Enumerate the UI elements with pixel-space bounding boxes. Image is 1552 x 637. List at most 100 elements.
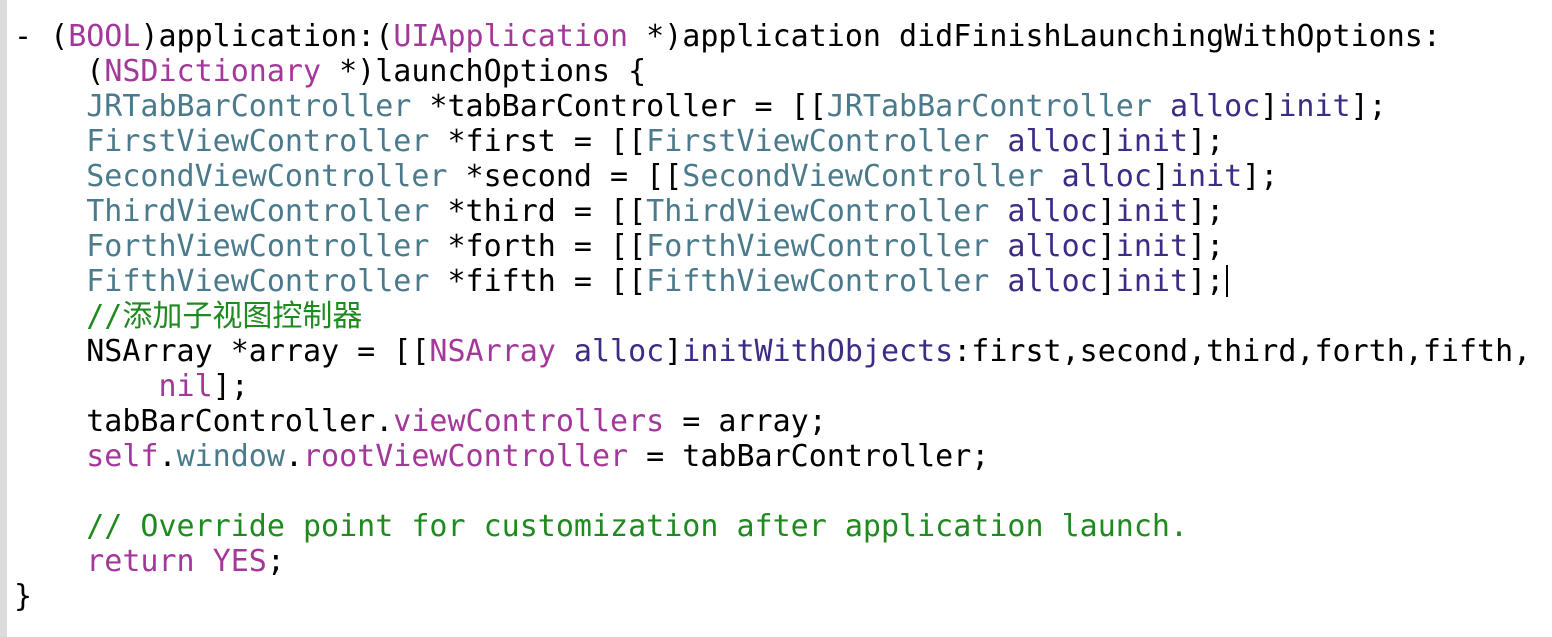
code-token-keyword: BOOL bbox=[68, 19, 141, 54]
code-line[interactable]: NSArray *array = [[NSArray alloc]initWit… bbox=[14, 334, 1531, 369]
code-token-plain: ]; bbox=[212, 369, 249, 404]
code-token-plain: *)launchOptions { bbox=[321, 54, 647, 89]
code-line[interactable]: } bbox=[14, 579, 1531, 614]
code-token-method: init bbox=[1115, 194, 1189, 229]
code-token-keyword: NSDictionary bbox=[104, 54, 322, 89]
code-token-plain: ( bbox=[14, 54, 105, 89]
code-token-keyword: self bbox=[86, 439, 159, 474]
code-token-plain bbox=[556, 334, 574, 369]
code-token-plain bbox=[14, 264, 86, 299]
code-token-plain: ] bbox=[1097, 264, 1116, 299]
code-line[interactable]: ForthViewController *forth = [[ForthView… bbox=[14, 229, 1531, 264]
code-token-type: FirstViewController bbox=[86, 124, 430, 159]
code-token-type: window bbox=[176, 439, 285, 474]
code-line[interactable]: FirstViewController *first = [[FirstView… bbox=[14, 124, 1531, 159]
code-token-plain bbox=[14, 229, 86, 264]
code-token-type: FirstViewController bbox=[646, 124, 990, 159]
code-token-plain: } bbox=[14, 579, 33, 614]
code-token-plain bbox=[14, 159, 86, 194]
code-line[interactable]: // Override point for customization afte… bbox=[14, 509, 1531, 544]
code-token-type: JRTabBarController bbox=[86, 89, 412, 124]
code-token-keyword: nil bbox=[158, 369, 213, 404]
code-token-keyword: NSArray bbox=[429, 334, 556, 369]
code-token-plain: ; bbox=[266, 544, 285, 579]
text-cursor bbox=[1226, 265, 1229, 297]
code-token-type: ForthViewController bbox=[646, 229, 990, 264]
code-token-type: ThirdViewController bbox=[86, 194, 430, 229]
code-token-plain bbox=[14, 124, 86, 159]
code-token-method: init bbox=[1115, 264, 1189, 299]
code-token-plain: ] bbox=[1260, 89, 1279, 124]
code-token-type: SecondViewController bbox=[682, 159, 1044, 194]
code-token-plain bbox=[989, 194, 1007, 229]
code-line[interactable]: - (BOOL)application:(UIApplication *)app… bbox=[14, 19, 1531, 54]
code-token-method: init bbox=[1169, 159, 1243, 194]
code-token-plain: = tabBarController; bbox=[628, 439, 990, 474]
code-token-method: init bbox=[1278, 89, 1351, 124]
code-line[interactable]: FifthViewController *fifth = [[FifthView… bbox=[14, 264, 1531, 299]
code-line[interactable]: (NSDictionary *)launchOptions { bbox=[14, 54, 1531, 89]
code-line[interactable]: tabBarController.viewControllers = array… bbox=[14, 404, 1531, 439]
code-line[interactable] bbox=[14, 474, 1531, 509]
code-token-method: alloc bbox=[1007, 124, 1098, 159]
code-token-plain bbox=[989, 264, 1007, 299]
code-line[interactable]: ThirdViewController *third = [[ThirdView… bbox=[14, 194, 1531, 229]
code-token-type: JRTabBarController bbox=[826, 89, 1152, 124]
code-token-plain: ]; bbox=[1188, 229, 1225, 264]
code-line[interactable]: return YES; bbox=[14, 544, 1531, 579]
code-token-plain: *)application didFinishLaunchingWithOpti… bbox=[628, 19, 1441, 54]
code-token-method: alloc bbox=[1007, 264, 1098, 299]
code-token-method: init bbox=[1115, 229, 1189, 264]
code-token-keyword: rootViewController bbox=[303, 439, 629, 474]
code-line[interactable]: nil]; bbox=[14, 369, 1531, 404]
code-token-type: ThirdViewController bbox=[646, 194, 990, 229]
code-token-plain: ] bbox=[1097, 124, 1116, 159]
code-token-plain: tabBarController. bbox=[14, 404, 394, 439]
code-token-plain: *third = [[ bbox=[429, 194, 647, 229]
code-token-plain bbox=[14, 194, 86, 229]
code-token-plain bbox=[14, 439, 86, 474]
code-token-plain: - ( bbox=[14, 19, 69, 54]
code-token-plain: :first,second,third,forth,fifth, bbox=[953, 334, 1532, 369]
code-text-area[interactable]: - (BOOL)application:(UIApplication *)app… bbox=[14, 19, 1531, 614]
code-token-plain: ] bbox=[1097, 229, 1116, 264]
code-token-type: ForthViewController bbox=[86, 229, 430, 264]
code-token-method: alloc bbox=[1169, 89, 1261, 124]
code-token-plain: ] bbox=[1097, 194, 1116, 229]
code-line[interactable]: self.window.rootViewController = tabBarC… bbox=[14, 439, 1531, 474]
code-token-plain bbox=[14, 369, 159, 404]
code-token-plain bbox=[1152, 89, 1170, 124]
code-token-plain: *second = [[ bbox=[447, 159, 683, 194]
code-token-plain bbox=[989, 229, 1007, 264]
code-token-plain bbox=[1044, 159, 1062, 194]
code-token-plain: . bbox=[158, 439, 177, 474]
code-token-plain: ]; bbox=[1188, 194, 1225, 229]
code-token-plain: ]; bbox=[1188, 124, 1225, 159]
code-token-plain: )application:( bbox=[140, 19, 394, 54]
code-token-plain bbox=[195, 544, 213, 579]
code-line[interactable]: //添加子视图控制器 bbox=[14, 299, 1531, 334]
code-token-plain: *first = [[ bbox=[429, 124, 647, 159]
code-token-keyword: UIApplication bbox=[393, 19, 629, 54]
code-token-plain: . bbox=[284, 439, 303, 474]
code-token-comment: //添加子视图控制器 bbox=[86, 299, 363, 334]
code-token-method: initWithObjects bbox=[682, 334, 954, 369]
code-token-plain bbox=[14, 509, 86, 544]
code-token-plain: ]; bbox=[1242, 159, 1279, 194]
code-token-plain: ]; bbox=[1188, 264, 1225, 299]
code-token-plain: *fifth = [[ bbox=[429, 264, 647, 299]
code-line[interactable]: SecondViewController *second = [[SecondV… bbox=[14, 159, 1531, 194]
code-token-method: init bbox=[1115, 124, 1189, 159]
code-token-method: alloc bbox=[1061, 159, 1152, 194]
code-line[interactable]: JRTabBarController *tabBarController = [… bbox=[14, 89, 1531, 124]
code-token-keyword: YES bbox=[212, 544, 267, 579]
code-token-comment: // Override point for customization afte… bbox=[86, 509, 1189, 544]
code-token-plain: ] bbox=[1151, 159, 1170, 194]
code-token-plain bbox=[14, 299, 86, 334]
code-token-type: FifthViewController bbox=[86, 264, 430, 299]
code-token-plain bbox=[14, 544, 86, 579]
code-token-plain bbox=[14, 89, 86, 124]
code-token-plain: NSArray *array = [[ bbox=[14, 334, 430, 369]
code-token-type: SecondViewController bbox=[86, 159, 448, 194]
